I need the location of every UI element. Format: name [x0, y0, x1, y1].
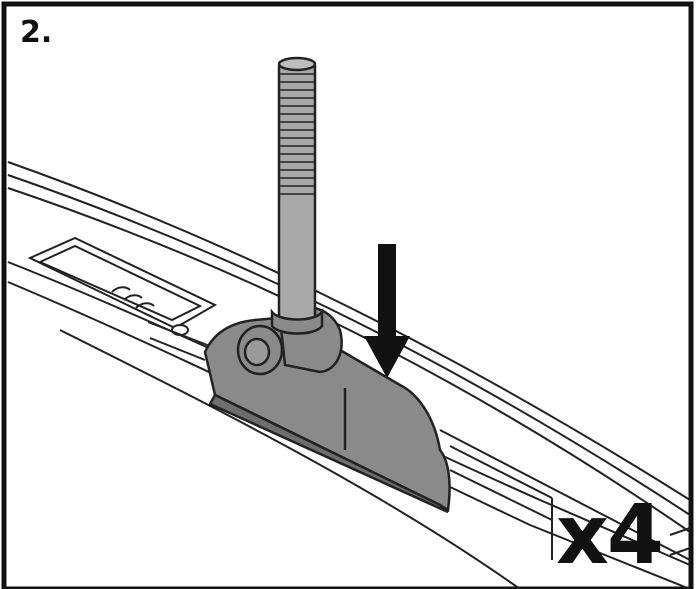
quantity-label: x4: [556, 488, 664, 583]
threaded-bolt-icon: [270, 56, 324, 335]
roof-rail-icon: [7, 161, 691, 589]
step-number: 2.: [20, 15, 53, 50]
arrow-down-icon: [364, 244, 410, 378]
clamp-bracket-icon: [203, 306, 451, 514]
